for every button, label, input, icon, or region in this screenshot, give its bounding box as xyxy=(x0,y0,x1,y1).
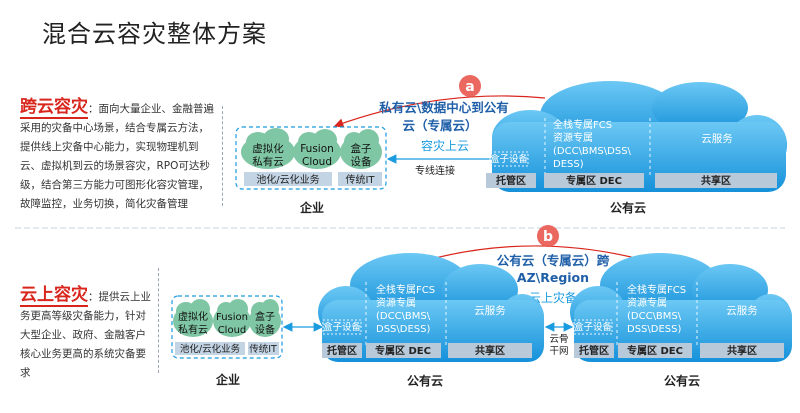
backbone-label-1: 云骨 xyxy=(549,334,568,345)
section-a-arrow-label-2: 云（专属云） xyxy=(402,118,477,133)
section-b-enterprise-label: 企业 xyxy=(215,372,240,387)
pc-b2-zone-3: 共享区 xyxy=(727,344,757,357)
pc-b2-stack-4: DSS\DESS) xyxy=(627,324,681,335)
pc-b2-box-label: 盒子设备 xyxy=(574,321,613,333)
section-a-enterprise-label: 企业 xyxy=(299,200,324,215)
pc-b2-zone-2: 专属区 DEC xyxy=(627,344,683,357)
ent-b-cloud-2-line-1: Fusion xyxy=(216,312,248,323)
section-b-public-cloud-1: 盒子设备 全栈专属FCS 资源专属 (DCC\BMS\ DSS\DESS) 云服… xyxy=(318,253,544,362)
pc-b1-zone-1: 托管区 xyxy=(327,344,357,357)
pc-a-stack-1: 全栈专属FCS xyxy=(553,118,612,131)
section-a-badge-text: a xyxy=(465,79,474,95)
section-b-enterprise: 虚拟化 私有云 Fusion Cloud 盒子 设备 池化/云化业务 传统IT xyxy=(171,295,283,359)
ent-b-cloud-3-line-2: 设备 xyxy=(255,323,275,336)
green-cloud-2 xyxy=(293,129,341,169)
ent-a-bar-1: 池化/云化业务 xyxy=(256,173,319,186)
section-a-badge: a xyxy=(459,75,481,97)
section-b-badge-text: b xyxy=(543,229,553,245)
ent-a-cloud-1-line-1: 虚拟化 xyxy=(252,142,284,155)
section-b-heading: 云上容灾 xyxy=(20,285,88,307)
pc-a-zone-2: 专属区 DEC xyxy=(566,174,622,187)
section-a-public-cloud: 盒子设备 全栈专属FCS 资源专属 (DCC\BMS\DSS\ DESS) 云服… xyxy=(486,81,787,192)
section-b-text: ：提供云上业务更高等级灾备能力，针对大型企业、政府、金融客户核心业务更高的系统灾… xyxy=(20,291,151,379)
pc-b1-box-label: 盒子设备 xyxy=(323,321,362,333)
pc-a-zone-1: 托管区 xyxy=(496,174,526,187)
ent-b-bar-1: 池化/云化业务 xyxy=(180,343,241,355)
section-b-description: 云上容灾：提供云上业务更高等级灾备能力，针对大型企业、政府、金融客户核心业务更高… xyxy=(20,285,154,383)
ent-b-bar-2: 传统IT xyxy=(249,343,277,355)
page-title: 混合云容灾整体方案 xyxy=(42,20,267,48)
section-b-sub-label: 云上灾备 xyxy=(529,290,577,305)
pc-b1-zone-2: 专属区 DEC xyxy=(375,344,431,357)
pc-b2-stack-1: 全栈专属FCS xyxy=(627,283,686,296)
section-a-arrow-label-1: 私有云\数据中心到公有 xyxy=(378,100,509,115)
pc-b1-stack-4: DSS\DESS) xyxy=(376,324,430,335)
section-a-sub-label: 容灾上云 xyxy=(421,138,469,153)
ent-a-bar-2: 传统IT xyxy=(345,173,375,186)
pc-a-stack-2: 资源专属 xyxy=(553,131,593,144)
section-b-public-cloud-1-label: 公有云 xyxy=(407,373,443,388)
section-a-description: 跨云容灾：面向大量企业、金融普遍采用的灾备中心场景，结合专属云方法，提供线上灾备… xyxy=(20,97,218,214)
green-cloud-b1 xyxy=(173,299,213,337)
pc-a-stack-3: (DCC\BMS\DSS\ xyxy=(553,146,632,157)
green-cloud-3 xyxy=(340,129,382,169)
green-cloud-1 xyxy=(241,128,295,169)
pc-b2-stack-3: (DCC\BMS\ xyxy=(627,311,682,322)
section-b-arrow-label-2: AZ\Region xyxy=(517,270,589,285)
pc-b1-stack-1: 全栈专属FCS xyxy=(376,283,435,296)
section-b-arrow-label-1: 公有云（专属云）跨 xyxy=(497,253,610,268)
section-a-replication-arrow xyxy=(333,95,546,128)
pc-a-stack-4: DESS) xyxy=(553,159,584,170)
pc-a-zone-3: 共享区 xyxy=(701,174,731,187)
ent-a-cloud-3-line-2: 设备 xyxy=(351,155,372,168)
green-cloud-b2 xyxy=(213,299,251,337)
ent-a-cloud-3-line-1: 盒子 xyxy=(351,142,372,155)
pc-b2-zone-1: 托管区 xyxy=(579,344,609,357)
pc-b1-service: 云服务 xyxy=(474,304,506,317)
section-a-enterprise: 虚拟化 私有云 Fusion Cloud 盒子 设备 池化/云化业务 传统IT xyxy=(235,126,387,190)
section-b-badge: b xyxy=(537,225,559,247)
section-a-text: ：面向大量企业、金融普遍采用的灾备中心场景，结合专属云方法，提供线上灾备中心能力… xyxy=(20,103,214,210)
ent-a-cloud-2-line-1: Fusion xyxy=(300,143,334,155)
ent-a-cloud-2-line-2: Cloud xyxy=(302,156,332,168)
section-a-public-cloud-label: 公有云 xyxy=(610,200,646,215)
backbone-label-2: 干网 xyxy=(549,346,568,357)
section-b-public-cloud-2: 盒子设备 全栈专属FCS 资源专属 (DCC\BMS\ DSS\DESS) 云服… xyxy=(570,253,792,362)
ent-b-cloud-2-line-2: Cloud xyxy=(218,325,247,336)
pc-a-service: 云服务 xyxy=(701,132,733,145)
section-b-divider xyxy=(158,268,159,373)
ent-a-cloud-1-line-2: 私有云 xyxy=(252,155,284,168)
pc-b1-stack-3: (DCC\BMS\ xyxy=(376,311,431,322)
section-a-link-label: 专线连接 xyxy=(415,164,455,177)
pc-b1-stack-2: 资源专属 xyxy=(376,296,416,309)
section-b-public-cloud-2-label: 公有云 xyxy=(664,373,700,388)
green-cloud-b3 xyxy=(249,299,281,337)
pc-b1-zone-3: 共享区 xyxy=(475,344,505,357)
ent-b-cloud-1-line-2: 私有云 xyxy=(178,323,208,336)
pc-b2-service: 云服务 xyxy=(726,304,758,317)
section-a-heading: 跨云容灾 xyxy=(20,97,88,119)
pc-a-box-label: 盒子设备 xyxy=(490,153,529,165)
ent-b-cloud-3-line-1: 盒子 xyxy=(255,310,275,323)
pc-b2-stack-2: 资源专属 xyxy=(627,296,667,309)
section-a-divider xyxy=(222,106,223,206)
ent-b-cloud-1-line-1: 虚拟化 xyxy=(178,310,208,323)
